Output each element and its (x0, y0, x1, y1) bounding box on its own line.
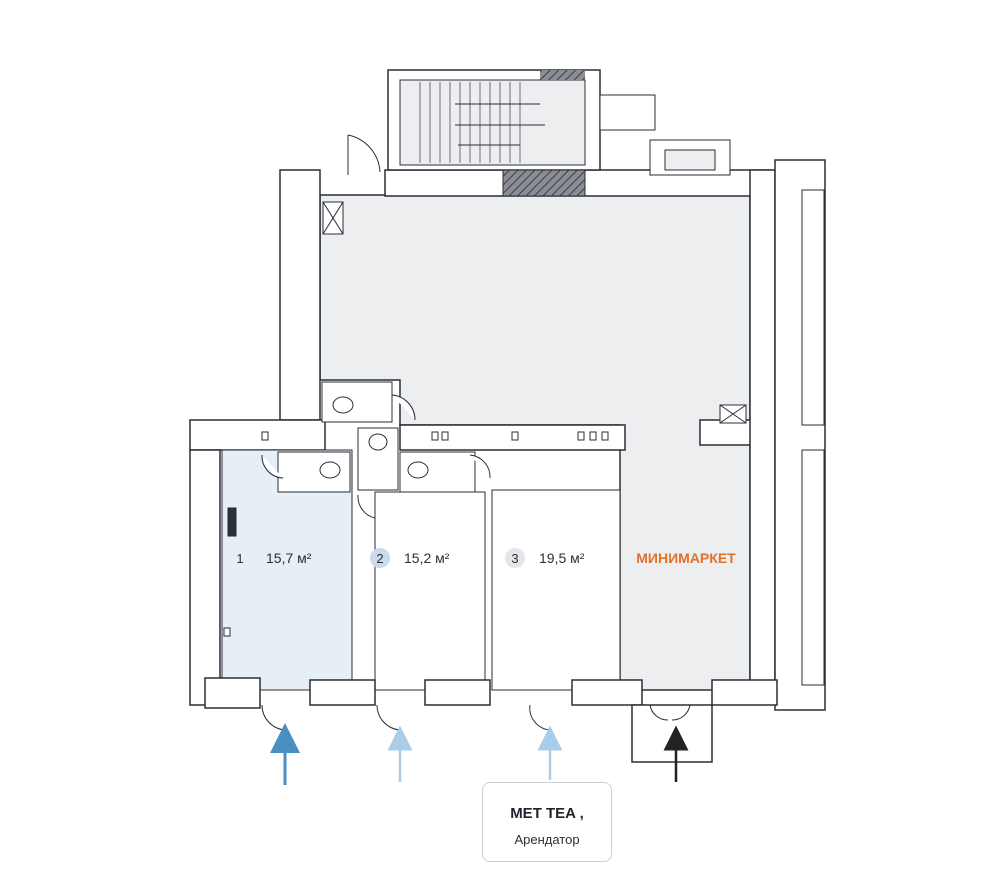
unit-3-label: 3 19,5 м² (505, 548, 585, 568)
minimarket-label: МИНИМАРКЕТ (636, 550, 736, 566)
wall-fixtures (223, 431, 609, 637)
unit-1-label: 1 15,7 м² (230, 548, 312, 568)
unit-2-floor (374, 491, 486, 691)
unit-wc-shared (357, 427, 399, 519)
stairwell (387, 69, 731, 176)
unit-3-floor (491, 489, 621, 691)
svg-text:2: 2 (376, 551, 383, 566)
svg-text:19,5 м²: 19,5 м² (539, 550, 585, 566)
entrance-doors (261, 704, 691, 731)
vent-icon (719, 404, 747, 424)
unit-2-label: 2 15,2 м² (370, 548, 450, 568)
hall-wc (321, 381, 416, 423)
vent-icon (322, 201, 344, 235)
svg-text:1: 1 (236, 551, 243, 566)
svg-text:15,7 м²: 15,7 м² (266, 550, 312, 566)
unit-wc-1 (261, 451, 351, 493)
tenant-card: МЕТ TEA , Арендатор (482, 782, 612, 862)
svg-text:15,2 м²: 15,2 м² (404, 550, 450, 566)
unit-wc-2 (399, 451, 491, 493)
tenant-name: МЕТ TEA , (510, 805, 584, 822)
adjacent-building (801, 189, 825, 686)
svg-text:3: 3 (511, 551, 518, 566)
wall-column-top (502, 169, 586, 197)
tenant-role: Арендатор (514, 832, 580, 847)
facade-wall (204, 677, 778, 763)
service-door (347, 134, 381, 175)
